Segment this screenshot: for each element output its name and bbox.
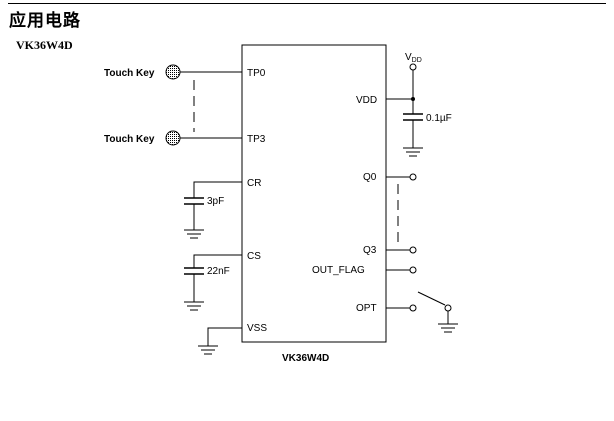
ground-icon <box>198 345 218 355</box>
ground-icon <box>438 323 458 333</box>
pin-cr: CR <box>247 178 261 189</box>
chip-name: VK36W4D <box>282 353 329 364</box>
opt-switch-contact <box>444 304 452 312</box>
q3-terminal <box>409 246 417 254</box>
pin-tp3: TP3 <box>247 134 266 145</box>
chip-body <box>241 44 387 343</box>
part-label: VK36W4D <box>16 38 73 52</box>
header-rule <box>8 3 606 4</box>
out-flag-terminal <box>409 266 417 274</box>
pin-vdd: VDD <box>356 95 377 106</box>
pin-cs: CS <box>247 251 261 262</box>
touch-key-pad-1 <box>165 64 181 80</box>
pin-out-flag: OUT_FLAG <box>312 265 365 276</box>
vdd-supply-label: VDD <box>405 52 422 64</box>
pin-vss: VSS <box>247 323 267 334</box>
vdd-terminal <box>409 63 417 71</box>
ground-icon <box>184 301 204 311</box>
touch-key-pad-2 <box>165 130 181 146</box>
ground-icon <box>403 147 423 157</box>
q0-terminal <box>409 173 417 181</box>
ground-icon <box>184 229 204 239</box>
touch-key-label-2: Touch Key <box>104 134 155 145</box>
pin-q3: Q3 <box>363 245 377 256</box>
page-title: 应用电路 <box>9 11 81 31</box>
pin-q0: Q0 <box>363 172 377 183</box>
opt-terminal <box>409 304 417 312</box>
pin-opt: OPT <box>356 303 377 314</box>
opt-switch-blade <box>417 291 446 306</box>
cap-cr-value: 3pF <box>207 196 224 207</box>
touch-key-label-1: Touch Key <box>104 68 155 79</box>
cap-cs-value: 22nF <box>207 266 230 277</box>
pin-tp0: TP0 <box>247 68 266 79</box>
cap-vdd-value: 0.1µF <box>426 113 452 124</box>
